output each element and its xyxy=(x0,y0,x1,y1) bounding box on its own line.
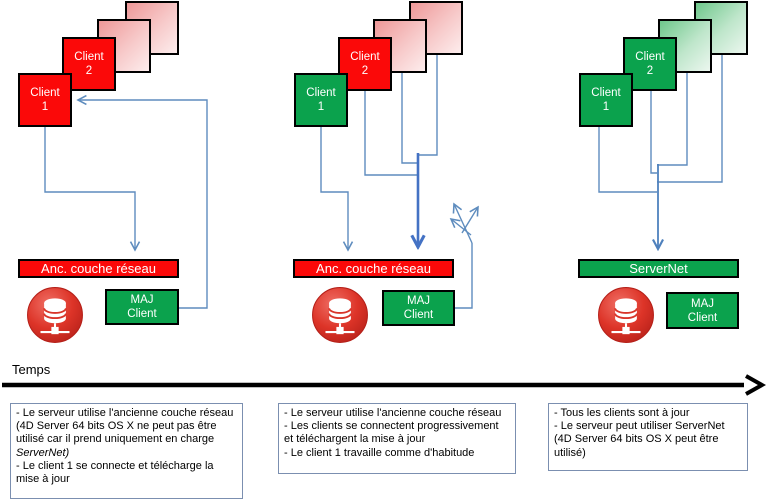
note-line: - Le client 1 travaille comme d'habitude xyxy=(284,446,475,459)
client-label: Client 2 xyxy=(350,51,380,77)
timeline-label: Temps xyxy=(12,362,51,377)
timeline-arrow xyxy=(2,374,766,396)
note-line: - Le serveur utilise l'ancienne couche r… xyxy=(16,407,234,459)
client-update-label: MAJ Client xyxy=(403,295,434,321)
note-line: - Le serveur utilise l'ancienne couche r… xyxy=(284,407,502,419)
client-update-label: MAJ Client xyxy=(687,297,718,324)
server-database-icon xyxy=(312,287,368,343)
client-update-box: MAJ Client xyxy=(105,289,179,325)
note-line: - Tous les clients sont à jour xyxy=(554,407,690,419)
client-label: Client 1 xyxy=(591,87,621,113)
note-line: - Le serveur peut utiliser ServerNet (4D… xyxy=(554,420,725,459)
old-network-layer-bar: Anc. couche réseau xyxy=(293,259,454,278)
client-box-1: Client 1 xyxy=(579,73,633,127)
note-box-phase-1: - Le serveur utilise l'ancienne couche r… xyxy=(10,403,243,499)
server-database-icon xyxy=(598,287,654,343)
client-update-box: MAJ Client xyxy=(666,292,739,329)
client-label: Client 1 xyxy=(306,87,336,113)
server-database-icon xyxy=(27,287,83,343)
note-line: - Le client 1 se connecte et télécharge … xyxy=(16,459,214,486)
client-box-1: Client 1 xyxy=(18,73,72,127)
client-label: Client 1 xyxy=(30,87,60,113)
note-box-phase-2: - Le serveur utilise l'ancienne couche r… xyxy=(278,403,516,474)
old-network-layer-bar: Anc. couche réseau xyxy=(18,259,179,278)
client-label: Client 2 xyxy=(74,51,104,77)
note-box-phase-3: - Tous les clients sont à jour - Le serv… xyxy=(548,403,748,471)
servernet-bar: ServerNet xyxy=(578,259,739,278)
client-box-1: Client 1 xyxy=(294,73,348,127)
client-update-label: MAJ Client xyxy=(127,294,157,320)
client-label: Client 2 xyxy=(635,51,665,77)
note-line: - Les clients se connectent progressivem… xyxy=(284,420,499,446)
client-update-box: MAJ Client xyxy=(382,290,455,326)
